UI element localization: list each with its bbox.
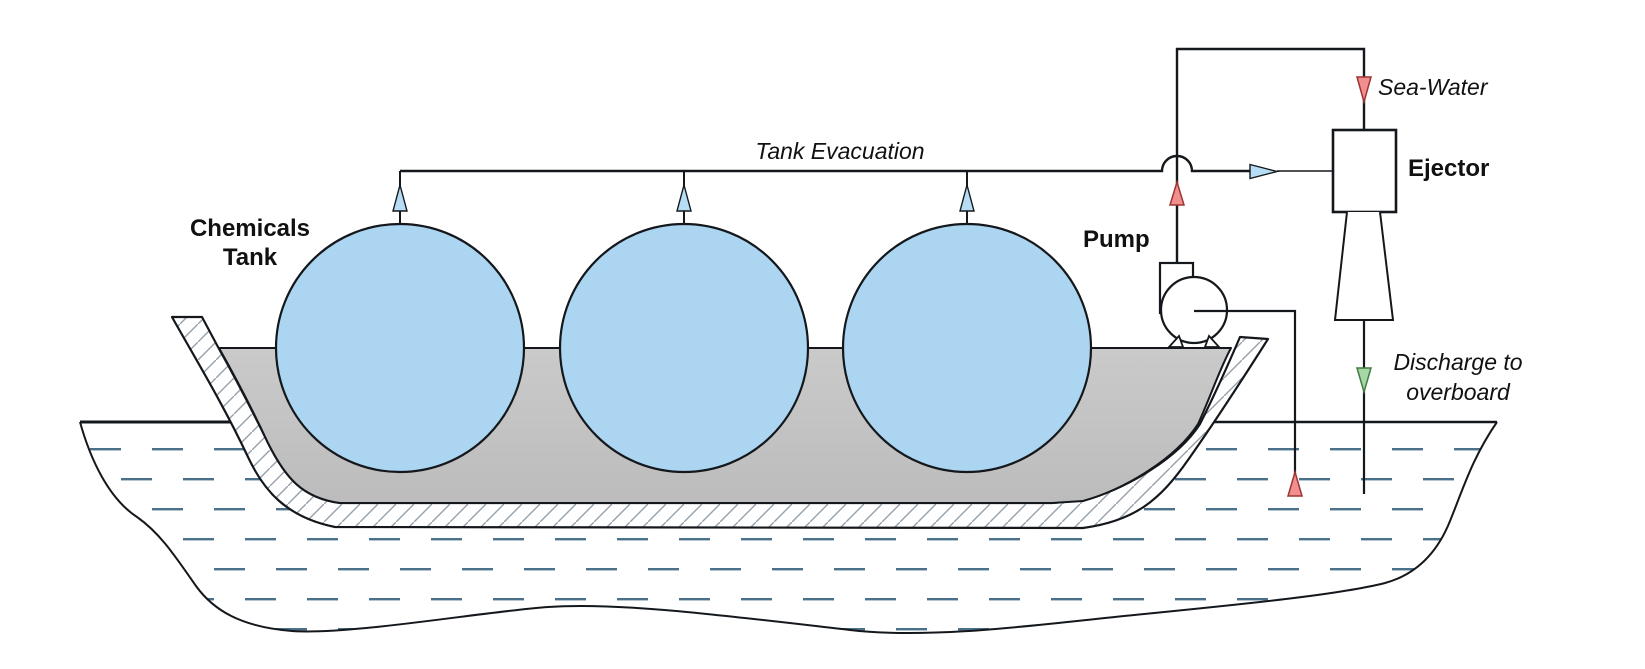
sea-water-label: Sea-Water (1378, 74, 1488, 100)
tank-vents (392, 171, 975, 224)
ejector-body (1331, 128, 1398, 214)
pump-foot-left (1166, 334, 1185, 348)
pump-riser-arrow-icon (1168, 179, 1186, 206)
pump-label: Pump (1083, 226, 1150, 253)
evacuation-to-ejector-arrow-icon (1249, 163, 1280, 180)
ejector-diffuser (1333, 211, 1395, 321)
chemical-tank-3 (841, 222, 1093, 474)
chemicals-tank-label: Chemicals Tank (155, 214, 345, 272)
tank-vent-arrow-3-icon (959, 182, 975, 212)
discharge-overboard-label: Discharge to overboard (1363, 347, 1553, 407)
sea-suction-pipe (1194, 309, 1297, 494)
discharge-overboard-label-line2: overboard (1406, 379, 1510, 405)
ejector-label: Ejector (1408, 155, 1490, 182)
chemical-tank-2 (558, 222, 810, 474)
chemicals-tank-label-line1: Chemicals (189, 215, 311, 242)
sea-water-pump (1158, 261, 1229, 348)
pump-foot-right (1203, 334, 1222, 348)
overboard-discharge-arrow-icon (1356, 367, 1372, 395)
sea-water-top-pipe (1175, 47, 1366, 130)
ejector-unit (1331, 128, 1398, 321)
tank-vent-arrow-1-icon (392, 182, 408, 212)
tank-vent-arrow-2-icon (676, 182, 692, 212)
sea-water-inlet-arrow-icon (1356, 76, 1372, 105)
chemicals-tank-label-line2: Tank (222, 244, 278, 271)
discharge-overboard-label-line1: Discharge to (1393, 349, 1523, 375)
sea-surface-outline (79, 421, 1498, 635)
tank-evacuation-label: Tank Evacuation (755, 138, 925, 164)
chemical-tanks (274, 222, 1093, 474)
sea-suction-arrow-icon (1287, 469, 1303, 497)
